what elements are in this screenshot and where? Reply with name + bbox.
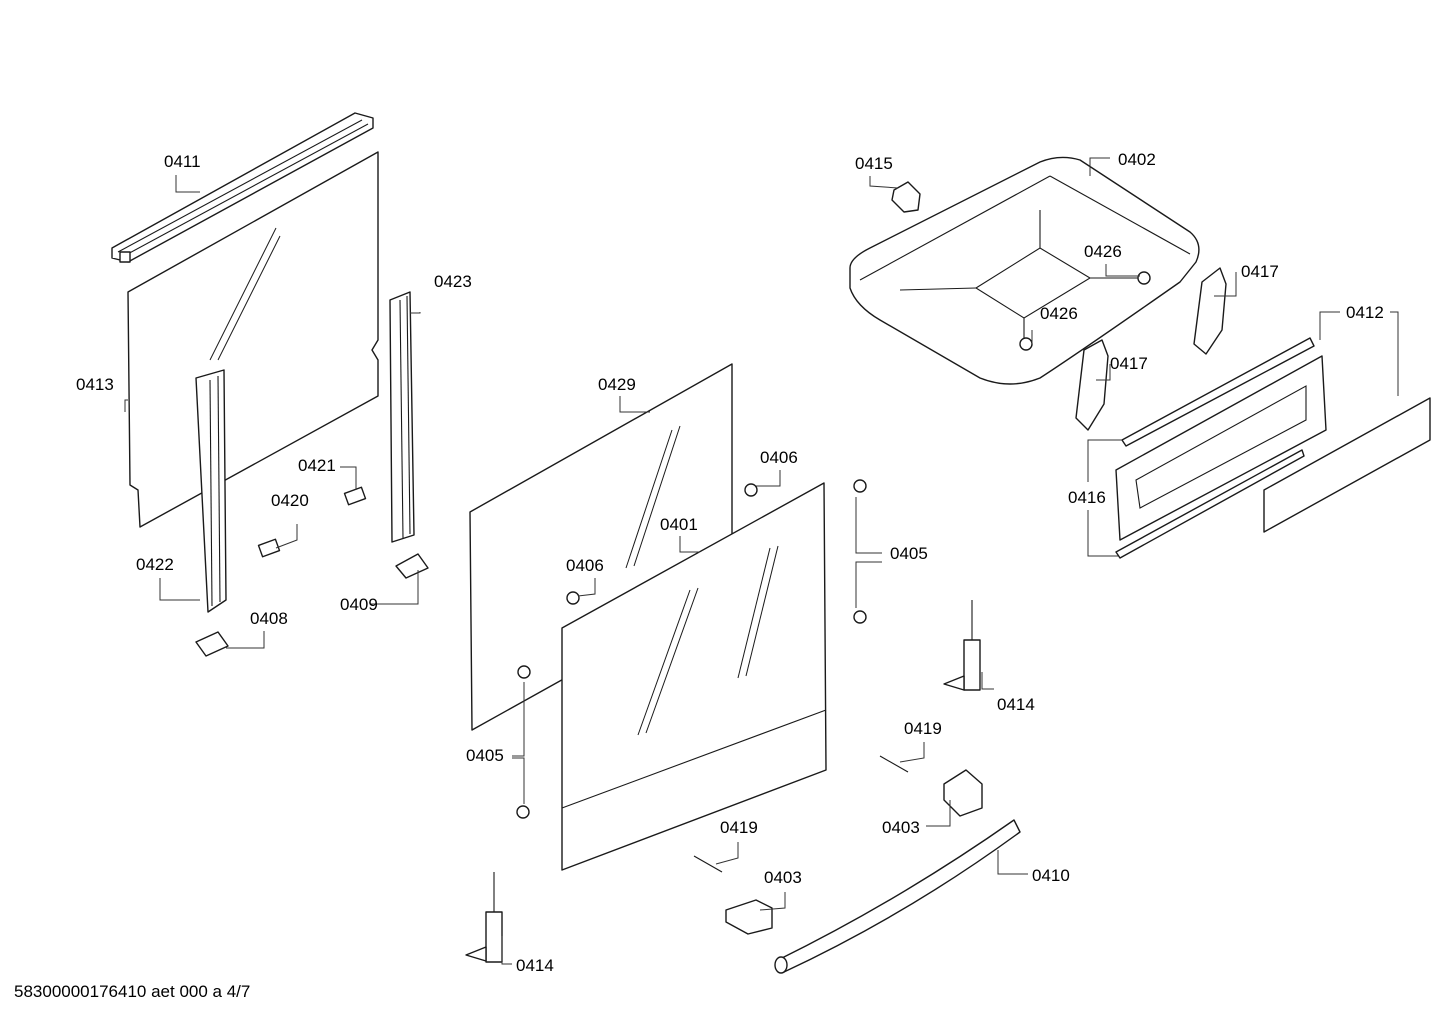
part-0410-handle: [774, 819, 1021, 974]
part-0408-hinge-bracket: [195, 631, 229, 657]
label-0409: 0409: [340, 595, 378, 614]
part-0402-drawer-tray: [849, 156, 1200, 385]
label-0423: 0423: [434, 272, 472, 291]
part-0405-bumper-b: [853, 610, 867, 624]
label-0402: 0402: [1118, 150, 1156, 169]
label-0413: 0413: [76, 375, 114, 394]
part-0403-endcap-b: [725, 899, 773, 935]
label-0411: 0411: [164, 152, 201, 171]
part-0401-door-outer: [561, 482, 827, 871]
part-0419-screw-b: [693, 855, 723, 873]
label-0421: 0421: [298, 456, 336, 475]
part-0409-hinge-bracket: [395, 553, 429, 579]
label-0426-b: 0426: [1040, 304, 1078, 323]
document-footer-code: 58300000176410 aet 000 a 4/7: [14, 982, 251, 1001]
part-0420-clip: [257, 538, 281, 558]
label-0401: 0401: [660, 515, 698, 534]
part-0405-bumper-c: [517, 665, 531, 679]
part-0414-hinge-b: [465, 872, 503, 963]
part-0419-screw-a: [879, 755, 909, 773]
part-0403-endcap-a: [943, 769, 983, 817]
label-0415: 0415: [855, 154, 893, 173]
label-0422: 0422: [136, 555, 174, 574]
part-0406-bumper-b: [566, 591, 580, 605]
label-0419-b: 0419: [720, 818, 758, 837]
part-0405-bumper-a: [853, 479, 867, 493]
part-0417-runner-b: [1075, 339, 1109, 431]
label-0420: 0420: [271, 491, 309, 510]
label-0416: 0416: [1068, 488, 1106, 507]
part-0406-bumper-a: [744, 483, 758, 497]
part-0416-front-frame: [1115, 337, 1327, 559]
part-0405-bumper-d: [516, 805, 530, 819]
label-0410: 0410: [1032, 866, 1070, 885]
label-0429: 0429: [598, 375, 636, 394]
label-0408: 0408: [250, 609, 288, 628]
part-0415-bracket: [891, 181, 921, 213]
label-0412: 0412: [1346, 303, 1384, 322]
part-0411-top-trim: [111, 112, 374, 263]
part-0412-glass-plate: [1263, 397, 1431, 533]
label-0406-a: 0406: [760, 448, 798, 467]
label-0406-b: 0406: [566, 556, 604, 575]
part-0421-clip: [343, 486, 367, 506]
label-0414-b: 0414: [516, 956, 554, 975]
part-0422-side-profile: [195, 369, 227, 613]
label-0417-b: 0417: [1110, 354, 1148, 373]
label-0403-b: 0403: [764, 868, 802, 887]
label-0403-a: 0403: [882, 818, 920, 837]
label-0405-b: 0405: [466, 746, 504, 765]
part-0414-hinge-a: [943, 600, 981, 691]
part-0413-glass-panel: [127, 151, 379, 528]
label-0417-a: 0417: [1241, 262, 1279, 281]
label-0419-a: 0419: [904, 719, 942, 738]
label-0426-a: 0426: [1084, 242, 1122, 261]
part-0423-side-profile: [389, 291, 415, 543]
part-0417-runner-a: [1193, 267, 1227, 355]
label-0414-a: 0414: [997, 695, 1035, 714]
label-0405-a: 0405: [890, 544, 928, 563]
